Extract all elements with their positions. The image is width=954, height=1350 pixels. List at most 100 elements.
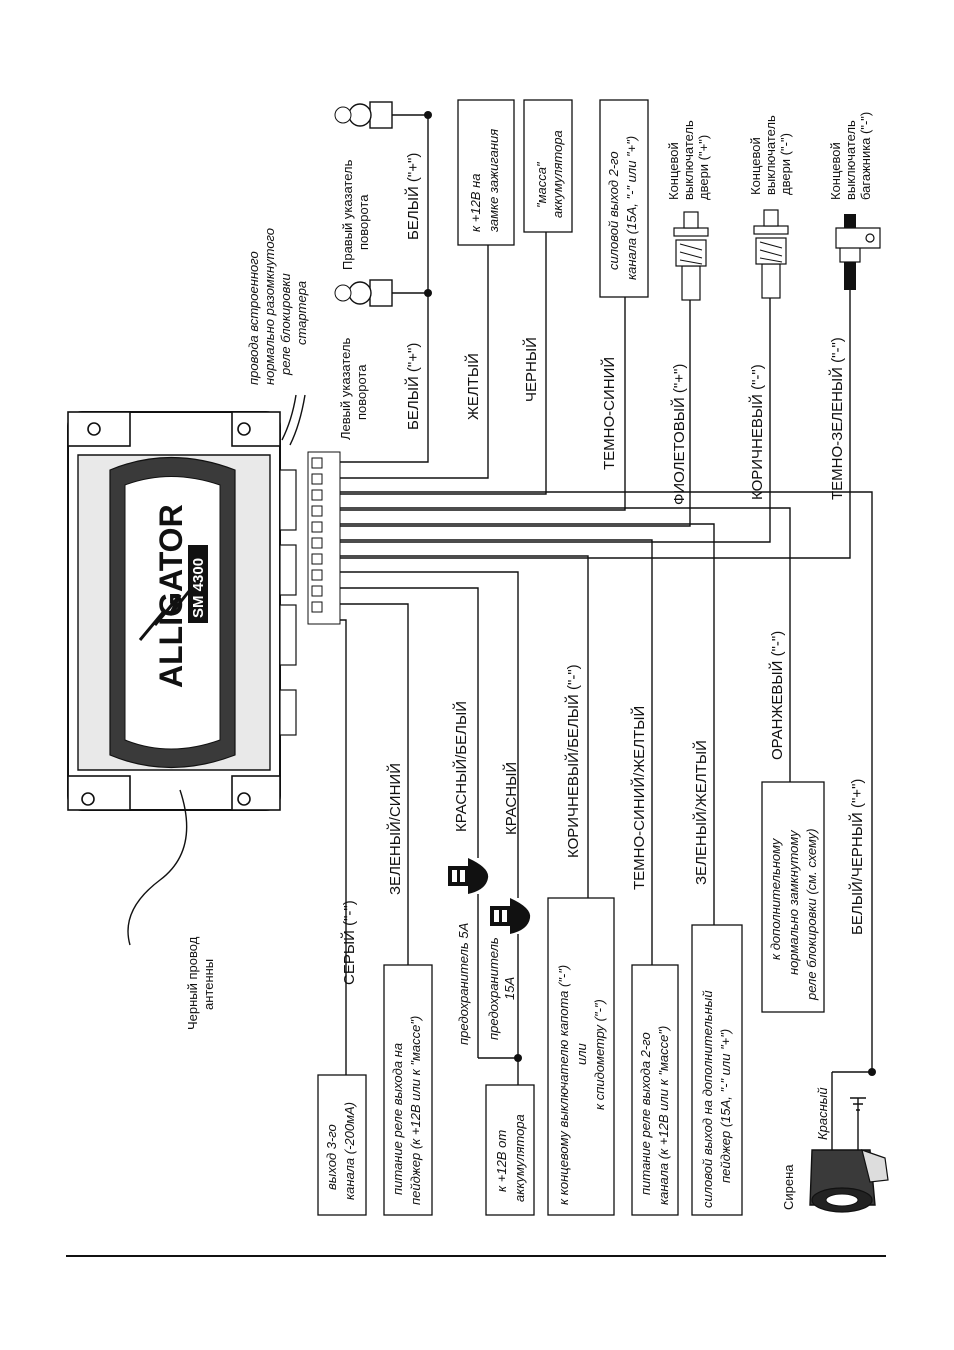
- box-green-blue: [383, 964, 433, 1216]
- label-red: КРАСНЫЙ: [502, 762, 520, 835]
- svg-text:выключатель: выключатель: [681, 120, 696, 200]
- svg-text:к дополнительному: к дополнительному: [768, 837, 783, 960]
- label-white-black: БЕЛЫЙ/ЧЕРНЫЙ ("+"): [848, 779, 866, 935]
- svg-text:Левый указатель: Левый указатель: [338, 337, 353, 440]
- svg-text:выключатель: выключатель: [763, 115, 778, 195]
- label-fuse-5a: предохранитель 5А: [456, 923, 471, 1045]
- trunk-switch-icon: [835, 214, 881, 290]
- label-siren: Сирена: [781, 1164, 796, 1210]
- svg-text:аккумулятора: аккумулятора: [550, 130, 565, 218]
- svg-text:антенны: антенны: [201, 959, 216, 1010]
- label-brown: КОРИЧНЕВЫЙ ("-"): [748, 364, 766, 500]
- svg-text:поворота: поворота: [354, 364, 369, 420]
- label-fuse-15a: предохранитель 15А: [486, 937, 517, 1040]
- svg-text:двери ("-"): двери ("-"): [778, 133, 793, 195]
- box-green-blue-text: питание реле выхода на пейджер (к +12В и…: [390, 1016, 423, 1205]
- svg-text:канала (к +12В или к "массе"): канала (к +12В или к "массе"): [656, 1026, 671, 1205]
- svg-text:реле блокировки (см. схему): реле блокировки (см. схему): [804, 828, 819, 1001]
- label-dark-green: ТЕМНО-ЗЕЛЕНЫЙ ("-"): [828, 337, 846, 500]
- label-white-right: БЕЛЫЙ ("+"): [404, 153, 422, 240]
- alarm-unit: ALLIGATOR SM 4300: [67, 394, 341, 811]
- box-dark-blue-text: силовой выход 2-го канала (15А, "-" или …: [606, 136, 639, 280]
- label-green-yellow: ЗЕЛЕНЫЙ/ЖЕЛТЫЙ: [692, 740, 710, 885]
- svg-text:к спидометру ("-"): к спидометру ("-"): [592, 999, 607, 1110]
- svg-text:канала (-200мА): канала (-200мА): [342, 1102, 357, 1200]
- label-trunk: Концевой выключатель багажника ("-"): [828, 112, 873, 200]
- svg-text:Правый указатель: Правый указатель: [340, 159, 355, 270]
- siren-icon: [809, 1149, 889, 1213]
- svg-text:замке зажигания: замке зажигания: [486, 129, 501, 233]
- box-grey-text: выход 3-го канала (-200мА): [324, 1102, 357, 1200]
- svg-text:канала (15А, "-" или "+"): канала (15А, "-" или "+"): [624, 136, 639, 280]
- svg-text:двери ("+"): двери ("+"): [696, 135, 711, 200]
- left-indicator-bulb-icon: [334, 279, 393, 307]
- svg-text:силовой выход 2-го: силовой выход 2-го: [606, 151, 621, 270]
- box-black-text: "масса" аккумулятора: [534, 130, 565, 218]
- box-green-yellow-text: силовой выход на дополнительный пейджер …: [700, 990, 733, 1208]
- right-indicator-bulb-icon: [334, 101, 393, 129]
- box-dark-blue: [599, 99, 649, 298]
- label-door-plus: Концевой выключатель двери ("+"): [666, 120, 711, 200]
- label-dblue-yellow: ТЕМНО-СИНИЙ/ЖЕЛТЫЙ: [630, 706, 648, 890]
- label-grey: СЕРЫЙ ("-"): [340, 900, 358, 985]
- svg-text:стартера: стартера: [294, 281, 309, 345]
- label-door-minus: Концевой выключатель двери ("-"): [748, 115, 793, 195]
- label-green-blue: ЗЕЛЕНЫЙ/СИНИЙ: [386, 763, 404, 895]
- svg-text:поворота: поворота: [356, 194, 371, 250]
- box-yellow: [457, 99, 515, 246]
- bottom-wires: СЕРЫЙ ("-") выход 3-го канала (-200мА) З…: [317, 491, 889, 1216]
- svg-text:аккумулятора: аккумулятора: [512, 1114, 527, 1202]
- ground-icon: [850, 1097, 866, 1150]
- box-black: [523, 99, 573, 233]
- box-orange-text: к дополнительному нормально замкнутому р…: [768, 828, 819, 1001]
- top-wires: БЕЛЫЙ ("+") БЕЛЫЙ ("+") Левый указатель …: [334, 99, 881, 559]
- box-grey: [317, 1074, 367, 1216]
- svg-text:выход 3-го: выход 3-го: [324, 1124, 339, 1190]
- door-minus-switch-icon: [753, 209, 789, 299]
- unit-model: SM 4300: [190, 558, 207, 618]
- label-red-white: КРАСНЫЙ/БЕЛЫЙ: [452, 701, 470, 832]
- svg-text:реле блокировки: реле блокировки: [278, 273, 293, 376]
- svg-text:Черный провод: Черный провод: [185, 936, 200, 1030]
- door-plus-switch-icon: [673, 211, 709, 301]
- svg-text:или: или: [574, 1043, 589, 1065]
- label-left-indicator: Левый указатель поворота: [338, 337, 369, 440]
- svg-text:нормально замкнутому: нормально замкнутому: [786, 829, 801, 975]
- svg-text:багажника ("-"): багажника ("-"): [858, 112, 873, 200]
- svg-text:15А: 15А: [502, 977, 517, 1000]
- box-dblue-yellow: [631, 964, 679, 1216]
- label-right-indicator: Правый указатель поворота: [340, 159, 371, 270]
- label-siren-red: Красный: [815, 1087, 830, 1140]
- box-brown-white: [547, 897, 615, 1216]
- box-dblue-yellow-text: питание реле выхода 2-го канала (к +12В …: [638, 1026, 671, 1205]
- label-black: ЧЕРНЫЙ: [522, 337, 540, 402]
- svg-text:провода встроенного: провода встроенного: [246, 251, 261, 385]
- label-yellow: ЖЕЛТЫЙ: [464, 353, 482, 420]
- box-green-yellow: [691, 924, 743, 1216]
- svg-text:"масса": "масса": [534, 161, 549, 208]
- svg-text:Концевой: Концевой: [748, 137, 763, 195]
- box-brown-white-text: к концевому выключателю капота ("-") или…: [556, 965, 607, 1205]
- label-brown-white: КОРИЧНЕВЫЙ/БЕЛЫЙ ("-"): [564, 664, 582, 858]
- fuse-15a-icon: [490, 898, 531, 934]
- svg-text:питание реле выхода на: питание реле выхода на: [390, 1043, 405, 1195]
- box-red-text: к +12В от аккумулятора: [494, 1114, 527, 1202]
- svg-text:выключатель: выключатель: [843, 120, 858, 200]
- svg-text:Концевой: Концевой: [666, 142, 681, 200]
- relay-note: провода встроенного нормально разомкнуто…: [246, 228, 309, 385]
- svg-text:пейджер (15А, "-" или "+"): пейджер (15А, "-" или "+"): [718, 1029, 733, 1183]
- fuse-5a-icon: [448, 858, 489, 894]
- unit-brand: ALLIGATOR: [153, 504, 189, 688]
- label-orange: ОРАНЖЕВЫЙ ("-"): [768, 631, 786, 760]
- svg-text:силовой выход на дополнительны: силовой выход на дополнительный: [700, 990, 715, 1208]
- box-red: [485, 1084, 535, 1216]
- svg-text:к концевому выключателю капота: к концевому выключателю капота ("-"): [556, 965, 571, 1205]
- svg-text:к +12В от: к +12В от: [494, 1130, 509, 1192]
- svg-text:к +12В на: к +12В на: [468, 174, 483, 232]
- label-violet: ФИОЛЕТОВЫЙ ("+"): [670, 364, 688, 505]
- svg-text:питание реле выхода 2-го: питание реле выхода 2-го: [638, 1032, 653, 1195]
- antenna-label: Черный провод антенны: [185, 936, 216, 1030]
- page-rule: [66, 1255, 886, 1257]
- svg-text:пейджер (к +12В или к "массе"): пейджер (к +12В или к "массе"): [408, 1016, 423, 1205]
